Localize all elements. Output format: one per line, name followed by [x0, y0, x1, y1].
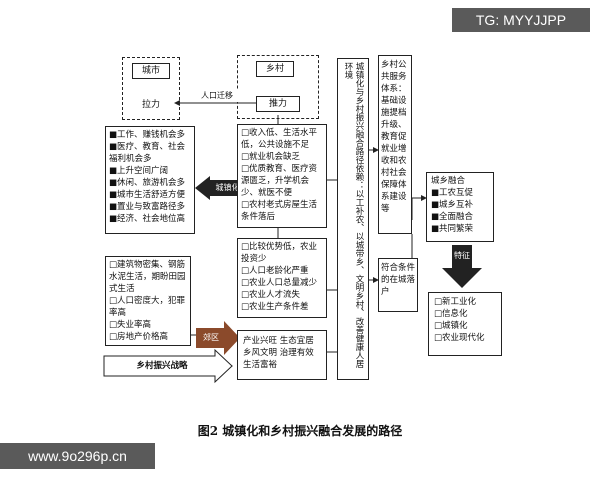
modernization-item: □信息化: [434, 309, 468, 319]
city-attractions-box: ■工作、赚钱机会多 ■医疗、教育、社会福利机会多 ■上升空间广阔 ■休闲、旅游机…: [105, 126, 195, 234]
rural-push-item: □收入低、生活水平低，公共设施不足: [241, 128, 318, 150]
rural-disadvantage-item: □比较优势低，农业投资少: [241, 242, 318, 264]
integration-item: ■城乡互补: [431, 200, 474, 210]
rural-push-item: □就业机会缺乏: [241, 152, 301, 162]
city-problem-item: □建筑物密集、钢筋水泥生活，期盼田园式生活: [109, 260, 186, 294]
rural-push-box: □收入低、生活水平低，公共设施不足 □就业机会缺乏 □优质教育、医疗资源匮乏，升…: [237, 124, 327, 228]
city-attraction-item: ■置业与致富路径多: [109, 202, 186, 212]
city-attraction-item: ■工作、赚钱机会多: [109, 130, 186, 140]
feature-arrow: [442, 245, 482, 288]
rural-push-item: □优质教育、医疗资源匮乏，升学机会少、就医不便: [241, 164, 318, 198]
suburb-arrow: [196, 321, 240, 355]
revitalization-line: 乡风文明 治理有效: [243, 348, 314, 358]
urbanization-arrow: [195, 176, 245, 200]
strategy-label: 乡村振兴战略: [136, 361, 188, 371]
integration-box: 城乡融合 ■工农互促 ■城乡互补 ■全面融合 ■共同繁荣: [426, 172, 494, 242]
rural-revitalization-box: 产业兴旺 生态宜居 乡风文明 治理有效 生活富裕: [237, 330, 327, 380]
rural-disadvantage-item: □农业人才流失: [241, 290, 301, 300]
strategy-arrow-shape: [103, 348, 233, 384]
center-path-box: 城镇化与乡村振兴融合路径依赖：以工补农、以城带乡、文明乡村、改善健康人居环境: [337, 58, 369, 380]
feature-label: 特征: [454, 251, 470, 260]
center-path-text: 城镇化与乡村振兴融合路径依赖：以工补农、以城带乡、文明乡村、改善健康人居环境: [343, 62, 364, 368]
rural-push-label: 推力: [256, 96, 300, 112]
city-problem-item: □房地产价格高: [109, 332, 169, 342]
city-attraction-item: ■休闲、旅游机会多: [109, 178, 186, 188]
rural-disadvantage-item: □农业生产条件差: [241, 302, 309, 312]
rural-title: 乡村: [256, 61, 294, 77]
revitalization-line: 产业兴旺 生态宜居: [243, 336, 314, 346]
public-services-box: 乡村公共服务体系：基础设施提档升级、教育促就业增收和农村社会保障体系建设等: [378, 55, 412, 234]
migration-label: 人口迁移: [195, 90, 239, 102]
integration-item: ■共同繁荣: [431, 224, 474, 234]
rural-disadvantage-item: □人口老龄化严重: [241, 266, 309, 276]
revitalization-line: 生活富裕: [243, 360, 278, 370]
conditions-box: 符合条件的在城落户: [378, 258, 418, 312]
integration-item: ■全面融合: [431, 212, 474, 222]
city-attraction-item: ■城市生活舒适方便: [109, 190, 186, 200]
city-problems-box: □建筑物密集、钢筋水泥生活，期盼田园式生活 □人口密度大，犯罪率高 □失业率高 …: [105, 256, 191, 346]
modernization-item: □农业现代化: [434, 333, 485, 343]
rural-box: [237, 55, 319, 119]
rural-push-item: □农村老式房屋生活条件落后: [241, 200, 318, 222]
city-problem-item: □人口密度大，犯罪率高: [109, 296, 186, 318]
city-attraction-item: ■经济、社会地位高: [109, 214, 186, 224]
integration-title: 城乡融合: [431, 176, 466, 186]
watermark-top: TG: MYYJJPP: [452, 8, 590, 32]
city-pull-label: 拉力: [141, 100, 160, 110]
city-problem-item: □失业率高: [109, 320, 152, 330]
urbanization-label: 城镇化: [215, 183, 240, 192]
city-attraction-item: ■上升空间广阔: [109, 166, 169, 176]
suburb-label: 郊区: [203, 333, 219, 342]
modernization-item: □城镇化: [434, 321, 468, 331]
modernization-item: □新工业化: [434, 297, 477, 307]
watermark-bottom: www.9o296p.cn: [0, 443, 155, 469]
city-title: 城市: [132, 63, 170, 79]
modernization-box: □新工业化 □信息化 □城镇化 □农业现代化: [428, 292, 502, 356]
integration-item: ■工农互促: [431, 188, 474, 198]
rural-disadvantage-item: □农业人口总量减少: [241, 278, 318, 288]
rural-disadvantages-box: □比较优势低，农业投资少 □人口老龄化严重 □农业人口总量减少 □农业人才流失 …: [237, 238, 327, 318]
figure-caption: 图2 城镇化和乡村振兴融合发展的路径: [197, 424, 403, 438]
city-attraction-item: ■医疗、教育、社会福利机会多: [109, 142, 186, 164]
city-box: [122, 57, 180, 120]
